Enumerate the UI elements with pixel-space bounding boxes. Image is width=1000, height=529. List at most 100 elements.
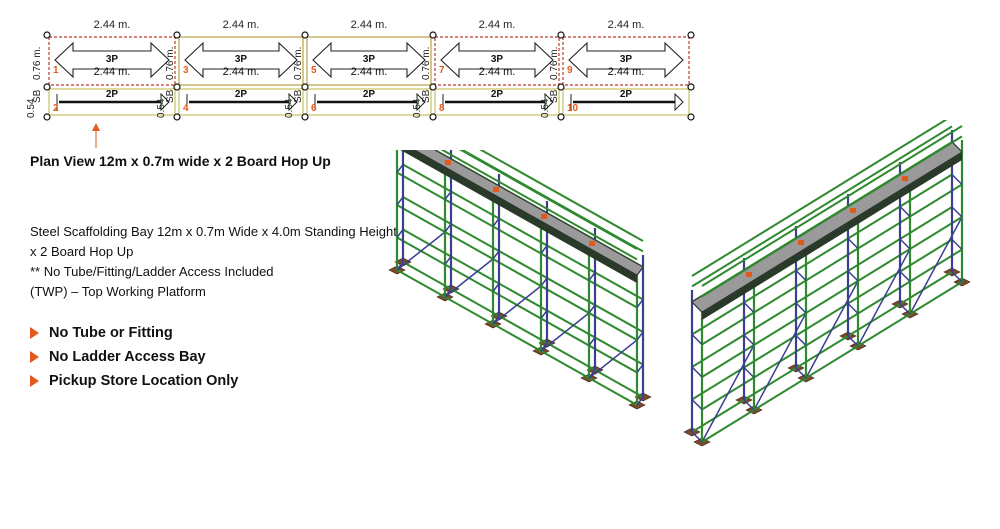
- upper-platform-label: 3P: [235, 54, 248, 65]
- transom: [396, 196, 404, 206]
- ledger: [396, 204, 638, 341]
- bay-number: 8: [439, 103, 445, 114]
- diagonal-brace: [444, 258, 494, 298]
- transom: [540, 277, 548, 287]
- double-arrow-icon: [184, 41, 298, 79]
- transom: [795, 367, 807, 379]
- inner-width-label: 2.44 m.: [94, 66, 131, 78]
- feature-label: No Ladder Access Bay: [49, 349, 206, 365]
- lower-platform-label: 2P: [363, 89, 376, 100]
- transom: [795, 302, 807, 314]
- ledger: [396, 269, 638, 406]
- upper-platform-label: 3P: [491, 54, 504, 65]
- diagonal-brace: [588, 339, 638, 379]
- end-width-label: 0.76 m.: [421, 47, 432, 80]
- standard-node: [173, 113, 181, 121]
- transom: [847, 302, 859, 315]
- standard-node: [557, 113, 565, 121]
- lower-bay-outline: [178, 88, 304, 116]
- transom: [492, 315, 500, 325]
- transom: [588, 304, 596, 314]
- transom: [899, 238, 911, 250]
- bay-number: 7: [439, 65, 445, 76]
- guard-rail: [701, 125, 963, 287]
- clamp-marker: [541, 214, 547, 219]
- transom: [743, 366, 755, 379]
- description-line-3: ** No Tube/Fitting/Ladder Access Include…: [30, 264, 274, 279]
- double-arrow-icon: [440, 41, 554, 79]
- feature-label: No Tube or Fitting: [49, 325, 173, 341]
- transom: [691, 398, 703, 411]
- lower-bay-outline: [434, 88, 560, 116]
- standard-node: [43, 113, 51, 121]
- clamp-marker: [850, 208, 856, 213]
- ledger: [691, 238, 953, 401]
- hop-up-width-label: 0.54: [284, 98, 295, 118]
- arrow-head-icon: [416, 92, 426, 112]
- inner-width-label: 2.44 m.: [608, 66, 645, 78]
- double-arrow-icon: [568, 41, 684, 79]
- hop-up-width-label: 0.54: [26, 98, 37, 118]
- standard-node: [687, 83, 695, 91]
- lower-bay-outline: [306, 88, 432, 116]
- lower-platform-label: 2P: [235, 89, 248, 100]
- bay-width-label: 2.44 m.: [608, 19, 645, 31]
- transom: [951, 173, 963, 186]
- transom: [636, 396, 644, 406]
- transom: [588, 369, 596, 379]
- ledger: [402, 196, 644, 333]
- upper-bay-outline: [562, 36, 690, 86]
- standard-node: [173, 31, 181, 39]
- transom: [951, 271, 963, 283]
- ledger: [701, 183, 963, 346]
- description-line-4: (TWP) – Top Working Platform: [30, 284, 206, 299]
- double-arrow-icon: [312, 41, 426, 79]
- transom: [444, 223, 452, 233]
- triangle-bullet-icon: [30, 351, 39, 363]
- standard-node: [429, 113, 437, 121]
- feature-item: Pickup Store Location Only: [30, 369, 238, 393]
- transom: [743, 301, 755, 314]
- lower-bay-outline: [48, 88, 176, 116]
- guard-rail: [691, 125, 953, 288]
- standard-node: [301, 113, 309, 121]
- upper-bay-outline: [48, 36, 176, 86]
- standard-brace-label: SB: [293, 89, 304, 103]
- scaffold-3d-view-left: [388, 150, 652, 410]
- ledger: [402, 261, 644, 398]
- upper-bay-outline: [306, 36, 432, 86]
- standard-brace-label: SB: [165, 89, 176, 103]
- diagonal-brace: [857, 248, 911, 347]
- bay-width-label: 2.44 m.: [479, 19, 516, 31]
- bay-number: 5: [311, 65, 317, 76]
- standard-node: [687, 113, 695, 121]
- description-line-1: Steel Scaffolding Bay 12m x 0.7m Wide x …: [30, 224, 397, 239]
- inner-width-label: 2.44 m.: [479, 66, 516, 78]
- bay-number: 2: [53, 103, 59, 114]
- bay-number: 10: [567, 103, 579, 114]
- ledger: [691, 271, 953, 433]
- standard-node: [429, 31, 437, 39]
- end-width-label: 0.76 m.: [293, 47, 304, 80]
- bay-number: 6: [311, 103, 317, 114]
- hop-up-width-label: 0.54: [412, 98, 423, 118]
- upper-platform-label: 3P: [620, 54, 633, 65]
- transom: [396, 261, 404, 271]
- diagonal-brace: [909, 216, 963, 315]
- hop-up-width-label: 0.54: [156, 98, 167, 118]
- end-width-label: 0.76 m.: [549, 47, 560, 80]
- standard-node: [301, 83, 309, 91]
- transom: [795, 334, 807, 347]
- standard-brace-label: SB: [421, 89, 432, 103]
- ledger: [402, 163, 644, 301]
- transom: [847, 237, 859, 250]
- standard-brace-label: SB: [549, 89, 560, 103]
- feature-item: No Ladder Access Bay: [30, 345, 238, 369]
- upper-bay-outline: [434, 36, 560, 86]
- double-arrow-icon: [54, 41, 170, 79]
- lower-platform-label: 2P: [106, 89, 119, 100]
- lower-platform-label: 2P: [620, 89, 633, 100]
- transom: [691, 366, 703, 378]
- guard-rail: [691, 120, 948, 277]
- upper-platform-label: 3P: [106, 54, 119, 65]
